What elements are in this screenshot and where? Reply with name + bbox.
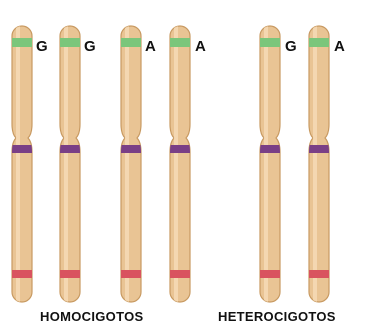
allele-band [58,38,82,47]
lower-band [119,270,143,278]
chromosome-body [121,26,141,302]
chromosome-c6 [307,26,331,302]
middle-band [58,145,82,153]
middle-band [307,145,331,153]
allele-band [307,38,331,47]
lower-band [10,270,34,278]
chromosome-body [309,26,329,302]
allele-label-c2: G [84,38,96,56]
lower-band [307,270,331,278]
allele-label-c5: G [285,38,297,56]
heterozygous-label: HETEROCIGOTOS [218,309,336,324]
allele-band [119,38,143,47]
chromosome-highlight [313,26,317,302]
chromosome-body [60,26,80,302]
chromosome-c1 [10,26,34,302]
allele-label-c6: A [334,38,345,56]
chromosome-highlight [64,26,68,302]
chromosome-body [170,26,190,302]
middle-band [119,145,143,153]
allele-label-c1: G [36,38,48,56]
homozygous-label: HOMOCIGOTOS [40,309,143,324]
chromosome-body [12,26,32,302]
allele-band [10,38,34,47]
lower-band [58,270,82,278]
chromosome-highlight [16,26,20,302]
middle-band [168,145,192,153]
chromosome-c3 [119,26,143,302]
middle-band [10,145,34,153]
allele-band [168,38,192,47]
chromosome-highlight [125,26,129,302]
chromosome-highlight [264,26,268,302]
chromosome-body [260,26,280,302]
allele-label-c4: A [195,38,206,56]
chromosome-highlight [174,26,178,302]
allele-band [258,38,282,47]
lower-band [258,270,282,278]
allele-label-c3: A [145,38,156,56]
chromosome-c5 [258,26,282,302]
chromosome-c4 [168,26,192,302]
chromosome-c2 [58,26,82,302]
middle-band [258,145,282,153]
lower-band [168,270,192,278]
